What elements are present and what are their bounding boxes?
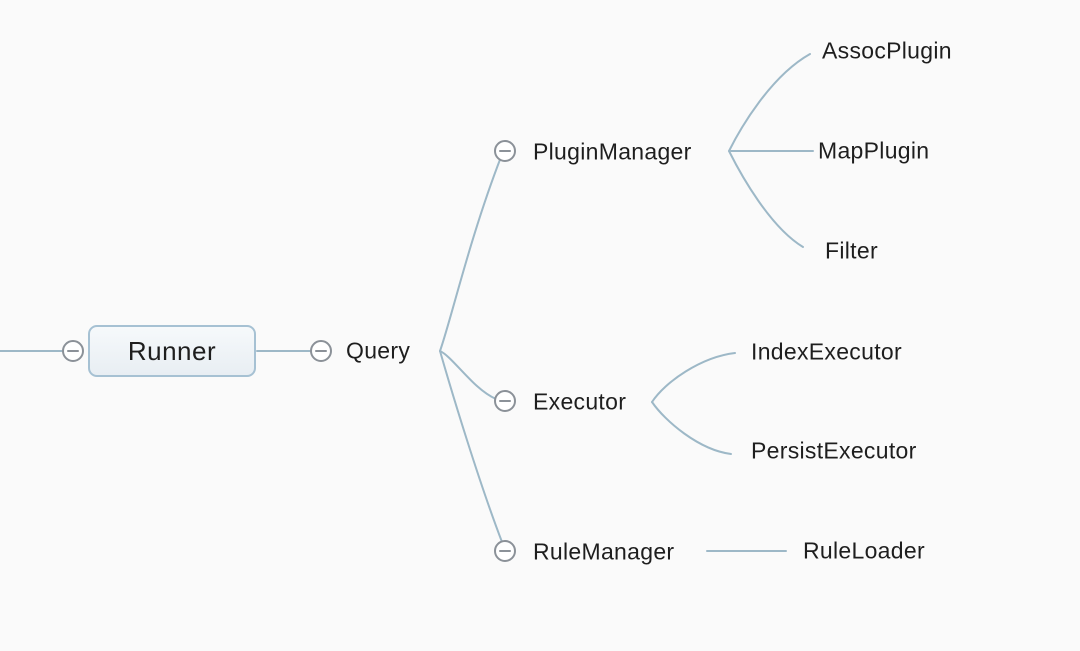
minus-bar-icon bbox=[67, 350, 79, 352]
node-ruleloader[interactable]: RuleLoader bbox=[803, 537, 925, 564]
minus-bar-icon bbox=[499, 550, 511, 552]
executor-collapse-minus-icon[interactable] bbox=[494, 390, 516, 412]
node-filter[interactable]: Filter bbox=[825, 237, 878, 264]
connector-query-to-pluginmanager bbox=[439, 156, 502, 352]
connector-query-to-rulemanager bbox=[439, 350, 503, 543]
node-assocplugin[interactable]: AssocPlugin bbox=[822, 37, 952, 64]
node-runner-label: Runner bbox=[127, 335, 217, 366]
node-executor[interactable]: Executor bbox=[533, 388, 627, 415]
node-persistexecutor[interactable]: PersistExecutor bbox=[751, 437, 917, 464]
node-mapplugin[interactable]: MapPlugin bbox=[818, 137, 930, 164]
node-pluginmanager[interactable]: PluginManager bbox=[533, 138, 692, 165]
node-indexexecutor[interactable]: IndexExecutor bbox=[751, 338, 902, 365]
minus-bar-icon bbox=[315, 350, 327, 352]
connector-executor-to-persistexecutor bbox=[651, 401, 732, 455]
node-query[interactable]: Query bbox=[346, 337, 411, 364]
minus-bar-icon bbox=[499, 150, 511, 152]
node-rulemanager[interactable]: RuleManager bbox=[533, 538, 675, 565]
pluginmanager-collapse-minus-icon[interactable] bbox=[494, 140, 516, 162]
connector-pluginmanager-to-filter bbox=[728, 150, 804, 248]
query-collapse-minus-icon[interactable] bbox=[310, 340, 332, 362]
minus-bar-icon bbox=[499, 400, 511, 402]
connector-pluginmanager-to-assocplugin bbox=[728, 53, 811, 152]
rulemanager-collapse-minus-icon[interactable] bbox=[494, 540, 516, 562]
connector-query-to-executor bbox=[439, 350, 497, 400]
runner-collapse-minus-icon[interactable] bbox=[62, 340, 84, 362]
node-runner[interactable]: Runner bbox=[88, 325, 256, 377]
connector-executor-to-indexexecutor bbox=[651, 352, 736, 403]
